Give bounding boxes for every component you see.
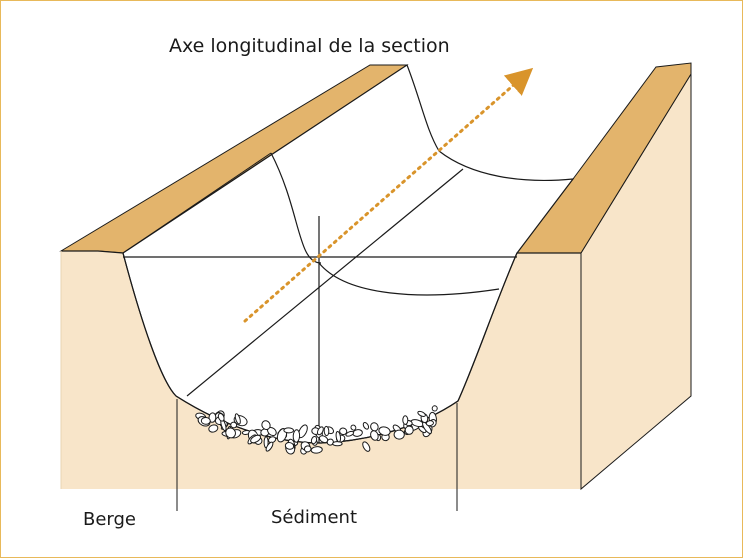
pebble <box>234 413 241 425</box>
pebble <box>332 441 343 447</box>
pebble <box>265 441 274 452</box>
longitudinal-axis-arrow <box>243 67 534 323</box>
pebble <box>200 416 211 425</box>
pebble <box>345 430 355 437</box>
pebble <box>284 442 295 450</box>
pebble <box>404 425 414 435</box>
pebble <box>393 429 405 440</box>
soil-front-face <box>61 251 581 489</box>
pebble <box>370 422 379 432</box>
pebble <box>225 427 236 439</box>
cross-section-profile-near <box>318 262 500 296</box>
pebble <box>208 424 219 433</box>
bank-label: Berge <box>83 509 137 530</box>
pebble <box>425 420 434 427</box>
cross-section-diagonal <box>186 168 464 397</box>
sediment-pebbles <box>195 405 438 455</box>
pebble <box>370 430 379 441</box>
pebble <box>283 427 294 434</box>
sediment-label: Sédiment <box>271 507 358 528</box>
pebble <box>261 420 271 430</box>
pebble <box>339 427 348 436</box>
pebble <box>292 429 301 443</box>
pebble <box>323 425 330 437</box>
pebble <box>217 412 225 422</box>
pebble <box>230 421 238 429</box>
pebble <box>350 424 357 431</box>
pebble <box>431 405 438 412</box>
cross-section-profile-top <box>122 152 272 254</box>
pebble <box>362 422 370 430</box>
pebble <box>422 421 432 435</box>
pebble <box>250 434 262 444</box>
front-bank-outline <box>61 250 581 444</box>
pebble <box>208 412 217 423</box>
pebble <box>310 435 318 445</box>
pebble <box>417 410 426 417</box>
pebble <box>378 426 391 436</box>
longitudinal-axis-label: Axe longitudinal de la section <box>169 35 450 57</box>
pebble <box>362 441 371 452</box>
pebble <box>326 438 334 446</box>
pebble <box>402 415 409 425</box>
pebble <box>268 436 277 444</box>
pebble <box>303 445 312 453</box>
pebble <box>335 430 342 443</box>
pebble <box>316 426 324 436</box>
